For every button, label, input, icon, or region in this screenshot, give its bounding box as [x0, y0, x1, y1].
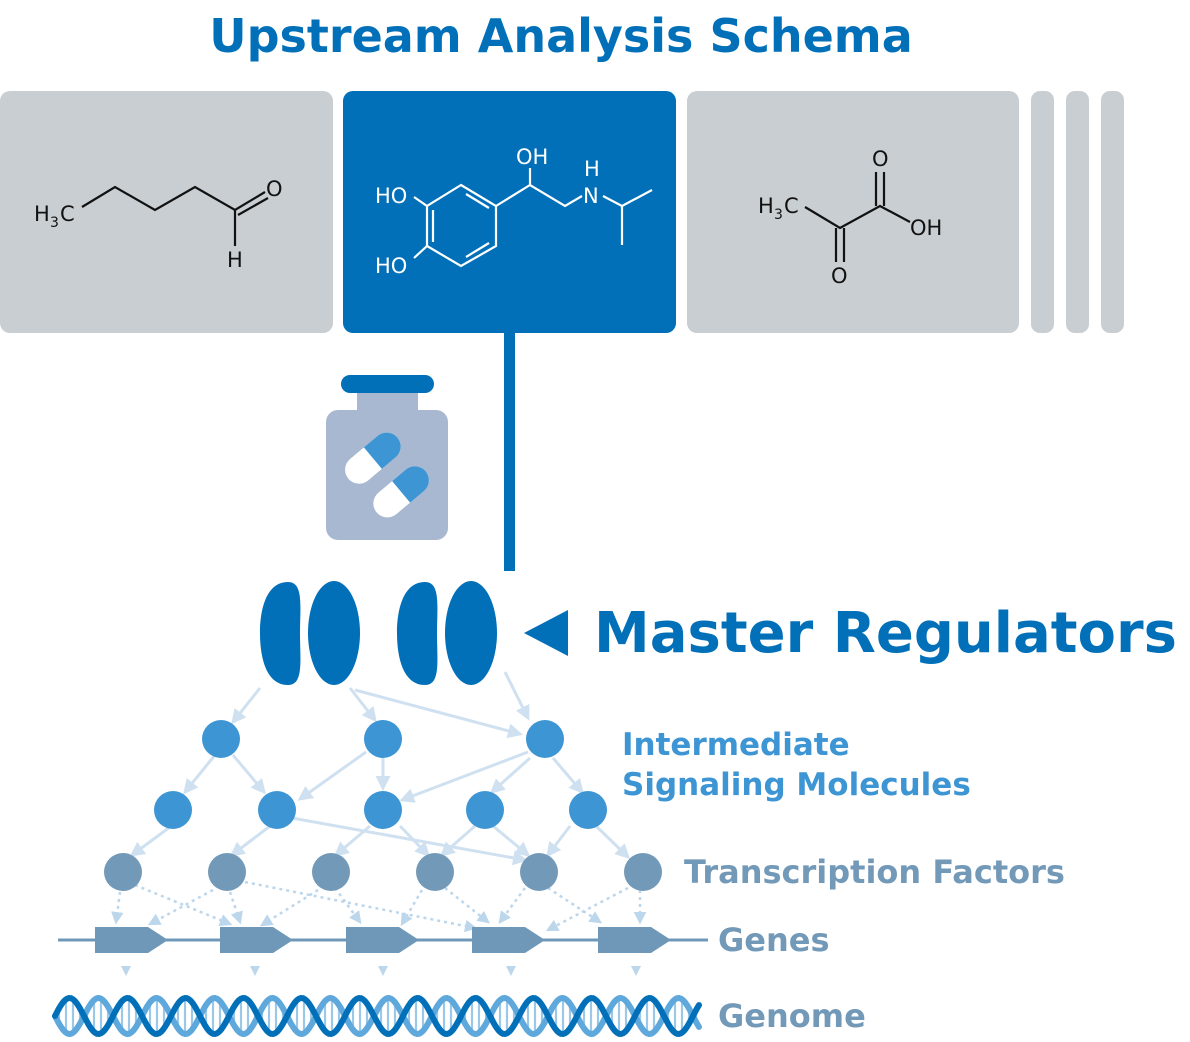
intermediate-label-line2: Signaling Molecules — [622, 767, 971, 803]
signaling-node[interactable] — [526, 720, 564, 758]
transcription-factors-label: Transcription Factors — [684, 853, 1065, 891]
atom-oh: OH — [516, 145, 548, 169]
master-regulators-label: Master Regulators — [594, 601, 1177, 666]
signaling-node[interactable] — [154, 791, 192, 829]
transcription-factor-node[interactable] — [312, 853, 350, 891]
atom-aldehyde-o: O — [266, 177, 283, 201]
transcription-factor-node[interactable] — [624, 853, 662, 891]
transcription-factor-node[interactable] — [208, 853, 246, 891]
atom-keto-o: O — [831, 264, 848, 288]
gene-block[interactable] — [598, 927, 671, 953]
signaling-node[interactable] — [569, 791, 607, 829]
gene-block[interactable] — [472, 927, 545, 953]
atom-h3c-h: H — [34, 202, 50, 226]
molecule-card-pentanal[interactable] — [0, 91, 333, 333]
signaling-node[interactable] — [364, 791, 402, 829]
gene-block[interactable] — [346, 927, 419, 953]
intermediate-signaling-nodes — [154, 720, 607, 829]
signaling-network-edges — [129, 671, 631, 866]
intermediate-label-line1: Intermediate — [622, 727, 850, 763]
signaling-node[interactable] — [364, 720, 402, 758]
atom-h3c-subscript: 3 — [50, 215, 59, 231]
pointer-triangle-icon — [524, 610, 568, 656]
gene-blocks — [95, 927, 671, 953]
molecule-card-isoproterenol[interactable] — [343, 91, 676, 333]
genome-label: Genome — [718, 997, 866, 1035]
atom-amine-n: N — [583, 184, 599, 208]
atom-h3c-c: C — [60, 202, 75, 226]
stacked-card-edge-1 — [1031, 91, 1054, 333]
genes-label: Genes — [718, 921, 830, 959]
atom-h3c-c: C — [784, 194, 799, 218]
gene-block[interactable] — [220, 927, 293, 953]
atom-aldehyde-h: H — [227, 248, 243, 272]
master-regulator-group-right — [397, 581, 497, 685]
tf-to-gene-edges — [111, 880, 647, 933]
molecule-structure-pyruvic-acid — [804, 172, 911, 262]
signaling-node[interactable] — [258, 791, 296, 829]
capsule-icon — [345, 432, 429, 518]
molecule-card-pyruvic-acid[interactable] — [687, 91, 1019, 333]
gene-to-genome-arrows — [121, 966, 641, 976]
genome-dna-helix-icon — [52, 994, 702, 1038]
master-regulator-group-left — [260, 581, 360, 685]
stacked-card-edge-2 — [1066, 91, 1089, 333]
atom-acid-oh: OH — [910, 216, 942, 240]
selection-connector — [504, 333, 515, 571]
atom-ho-bottom: HO — [375, 254, 407, 278]
molecule-structure-pentanal — [81, 185, 269, 246]
page-title: Upstream Analysis Schema — [209, 9, 913, 63]
atom-amine-h: H — [584, 157, 600, 181]
stacked-card-edge-3 — [1101, 91, 1124, 333]
atom-h3c-h: H — [758, 194, 774, 218]
molecule-structure-isoproterenol — [413, 168, 653, 268]
transcription-factor-nodes — [104, 853, 662, 891]
drug-bottle-icon — [326, 375, 448, 540]
signaling-node[interactable] — [466, 791, 504, 829]
atom-h3c-subscript: 3 — [774, 207, 783, 223]
gene-block[interactable] — [95, 927, 168, 953]
transcription-factor-node[interactable] — [520, 853, 558, 891]
atom-carbonyl-o: O — [872, 147, 889, 171]
transcription-factor-node[interactable] — [104, 853, 142, 891]
transcription-factor-node[interactable] — [416, 853, 454, 891]
atom-ho-top: HO — [375, 184, 407, 208]
signaling-node[interactable] — [202, 720, 240, 758]
